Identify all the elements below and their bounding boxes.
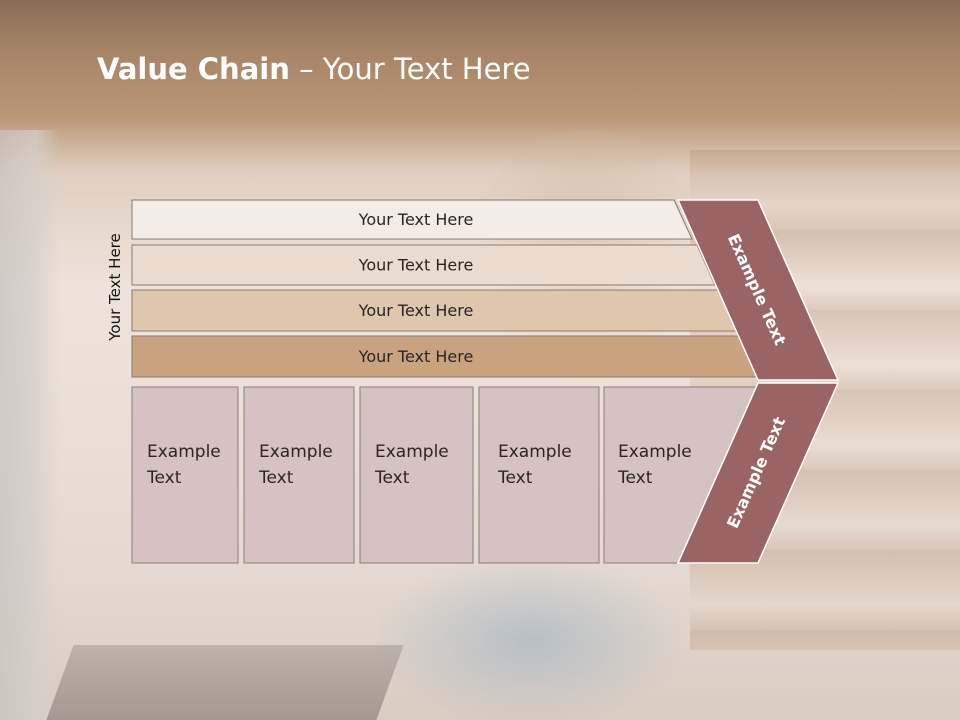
activity-box-4 (478, 386, 600, 564)
activity-box-text-2: Example Text (259, 442, 333, 488)
bar-label-2: Your Text Here (358, 256, 474, 275)
background-wall (0, 130, 60, 720)
title-rest: – Your Text Here (289, 52, 531, 86)
activity-box-text-3: Example Text (375, 442, 449, 488)
activity-box-text-1: Example Text (147, 442, 221, 488)
slide-title: Value Chain – Your Text Here (97, 52, 531, 86)
box-group (131, 386, 761, 564)
bar-1 (131, 199, 693, 240)
bar-label-4: Your Text Here (358, 347, 474, 366)
activity-box-3 (359, 386, 474, 564)
activity-box-1 (131, 386, 239, 564)
title-bold: Value Chain (97, 52, 290, 86)
activity-box-2 (243, 386, 355, 564)
bar-label-1: Your Text Here (358, 210, 474, 229)
chevron-group: Example Text Example Text (676, 199, 840, 564)
background-shirt (380, 560, 680, 720)
activity-box-text-5: Example Text (618, 442, 692, 488)
activity-box-text-4: Example Text (498, 442, 572, 488)
bar-label-3: Your Text Here (358, 301, 474, 320)
chevron-upper-arm (676, 199, 840, 381)
chevron-lower-arm (676, 382, 840, 564)
